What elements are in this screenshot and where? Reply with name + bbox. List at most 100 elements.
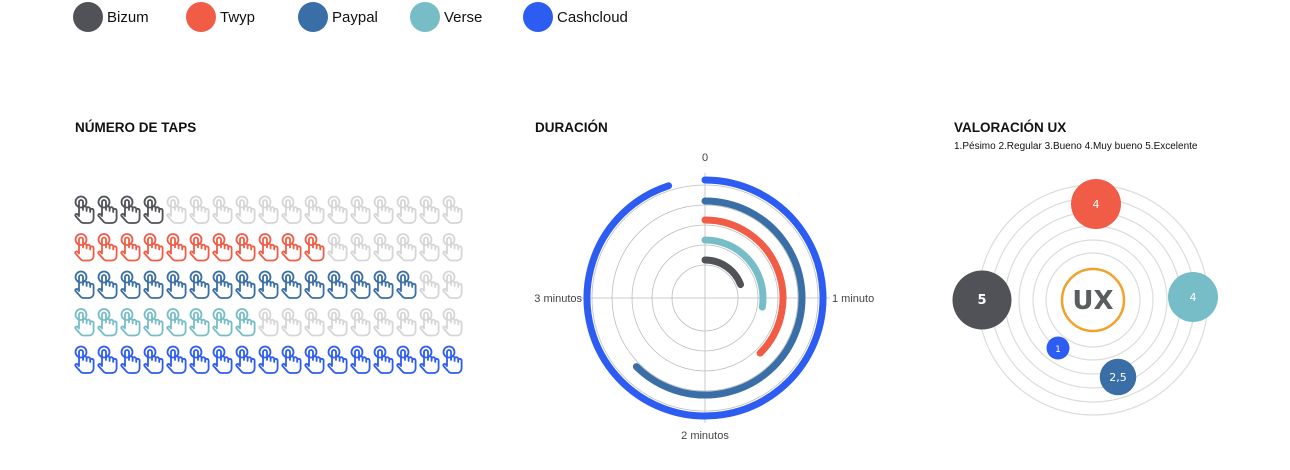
- tap-hand-icon: [373, 345, 394, 374]
- tap-ring: [120, 308, 134, 321]
- ux-scale-subtitle: 1.Pésimo 2.Regular 3.Bueno 4.Muy bueno 5…: [954, 141, 1198, 152]
- legend-swatch: [523, 2, 553, 32]
- duration-arc-bizum: [701, 256, 745, 289]
- ux-center-circle: [1060, 267, 1126, 333]
- tap-hand-icon-inactive: [281, 195, 302, 224]
- tap-ring: [327, 308, 341, 321]
- hand-outline: [396, 199, 417, 224]
- tap-ring: [442, 345, 456, 359]
- tap-hand-icon: [373, 270, 394, 299]
- tap-hand-icon: [97, 233, 118, 262]
- tap-ring: [120, 195, 134, 209]
- hand-outline: [189, 236, 210, 262]
- tap-ring: [235, 233, 249, 246]
- tap-ring: [212, 270, 226, 284]
- tap-ring: [327, 233, 341, 246]
- hand-outline: [97, 236, 118, 262]
- tap-ring: [258, 233, 272, 246]
- tap-hand-icon: [235, 308, 256, 337]
- orbit-ring: [1032, 239, 1154, 361]
- tap-hand-icon: [74, 308, 95, 337]
- duration-arc-twyp: [701, 216, 787, 357]
- tap-hand-icon: [304, 233, 325, 262]
- tap-hand-icon: [212, 308, 233, 337]
- tap-hand-icon: [97, 195, 118, 224]
- hand-outline: [97, 349, 118, 374]
- tap-ring: [419, 233, 433, 246]
- hand-outline: [419, 199, 440, 224]
- tap-hand-icon-inactive: [442, 233, 463, 262]
- tap-hand-icon-inactive: [442, 195, 463, 224]
- tap-hand-icon: [143, 345, 164, 374]
- tap-ring: [373, 270, 387, 284]
- tap-hand-icon: [120, 345, 141, 374]
- tap-hand-icon: [143, 195, 164, 224]
- hand-outline: [327, 349, 348, 374]
- tap-ring: [97, 195, 111, 209]
- hand-outline: [327, 236, 348, 262]
- tap-hand-icon-inactive: [166, 195, 187, 224]
- hand-outline: [143, 311, 164, 337]
- tap-hand-icon: [327, 345, 348, 374]
- hand-outline: [212, 274, 233, 299]
- hand-outline: [74, 311, 95, 337]
- tap-ring: [143, 345, 157, 359]
- tap-ring: [212, 233, 226, 246]
- tap-hand-icon-inactive: [258, 195, 279, 224]
- tap-ring: [350, 345, 364, 359]
- hand-outline: [281, 311, 302, 337]
- tap-ring: [281, 270, 295, 284]
- tap-hand-icon: [74, 345, 95, 374]
- hand-outline: [120, 274, 141, 299]
- ux-bubble-paypal: [1099, 358, 1137, 396]
- hand-outline: [304, 311, 325, 337]
- hand-outline: [281, 274, 302, 299]
- taps-title: NÚMERO DE TAPS: [75, 120, 197, 135]
- tap-hand-icon-inactive: [419, 233, 440, 262]
- legend-item-bizum: Bizum: [73, 2, 149, 32]
- hand-outline: [166, 311, 187, 337]
- hand-outline: [120, 236, 141, 262]
- hand-outline: [235, 274, 256, 299]
- hand-outline: [327, 199, 348, 224]
- hand-outline: [327, 311, 348, 337]
- legend-label: Twyp: [220, 8, 256, 26]
- tap-ring: [166, 308, 180, 321]
- legend-item-cashcloud: Cashcloud: [523, 2, 628, 32]
- tap-hand-icon: [166, 270, 187, 299]
- tap-hand-icon: [281, 345, 302, 374]
- tap-ring: [120, 270, 134, 284]
- tap-hand-icon-inactive: [373, 233, 394, 262]
- duration-title: DURACIÓN: [535, 120, 608, 135]
- hand-outline: [166, 274, 187, 299]
- hand-outline: [373, 349, 394, 374]
- hand-outline: [258, 349, 279, 374]
- hand-outline: [143, 199, 164, 224]
- tap-ring: [120, 345, 134, 359]
- tap-hand-icon: [97, 345, 118, 374]
- tap-hand-icon: [166, 308, 187, 337]
- tap-hand-icon: [189, 308, 210, 337]
- tap-hand-icon: [166, 233, 187, 262]
- hand-outline: [212, 199, 233, 224]
- tap-ring: [189, 195, 203, 209]
- duration-arc-cashcloud: [583, 176, 827, 420]
- tap-ring: [442, 308, 456, 321]
- tap-hand-icon: [396, 270, 417, 299]
- hand-outline: [304, 236, 325, 262]
- tap-ring: [396, 345, 410, 359]
- tap-ring: [74, 308, 88, 321]
- hand-outline: [350, 311, 371, 337]
- tap-ring: [281, 195, 295, 209]
- tap-ring: [189, 270, 203, 284]
- hand-outline: [166, 349, 187, 374]
- tap-hand-icon: [396, 345, 417, 374]
- tap-hand-icon-inactive: [396, 233, 417, 262]
- tap-hand-icon: [120, 270, 141, 299]
- tap-hand-icon: [258, 345, 279, 374]
- hand-outline: [120, 349, 141, 374]
- tap-hand-icon-inactive: [304, 308, 325, 337]
- tap-ring: [419, 345, 433, 359]
- hand-outline: [304, 199, 325, 224]
- tap-ring: [419, 308, 433, 321]
